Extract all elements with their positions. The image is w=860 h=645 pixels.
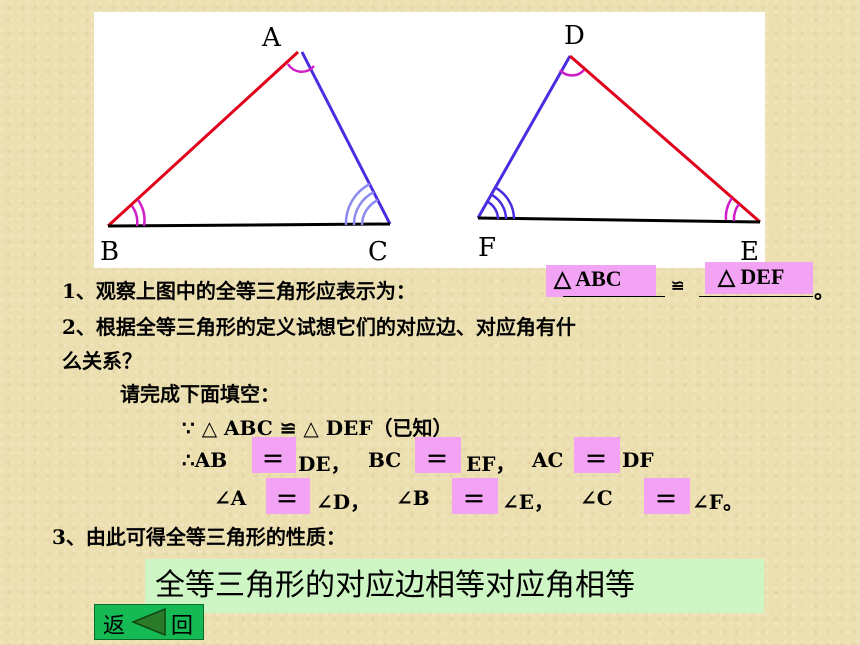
side-ef [477, 216, 761, 224]
side-df-label: DF [622, 448, 654, 472]
question-1: 1、观察上图中的全等三角形应表示为： [62, 279, 416, 303]
answer-abc-blank [563, 296, 665, 297]
angle-e-mark [724, 197, 734, 221]
side-eq-2: ＝ [426, 447, 449, 473]
angle-f-mark-3 [487, 200, 500, 220]
angle-eq-2: ＝ [463, 487, 486, 513]
congruent-symbol: ≌ [671, 276, 685, 295]
angle-f-label: ∠F。 [692, 490, 743, 514]
side-de-label: DE， [298, 452, 351, 476]
label-e: E [740, 237, 759, 267]
label-c: C [368, 237, 388, 267]
side-ac [300, 51, 392, 225]
label-f: F [478, 233, 496, 263]
side-de [569, 54, 761, 224]
angle-a-label: ∠A [214, 486, 247, 510]
angle-c-mark [344, 182, 371, 226]
angle-e-label: ∠E， [502, 490, 555, 514]
angle-eq-1-highlight [266, 478, 310, 514]
therefore-ab: ∴AB [182, 448, 228, 472]
side-eq-3: ＝ [585, 447, 608, 473]
side-eq-1-highlight [252, 437, 296, 473]
side-df [476, 55, 572, 219]
back-label-right: 回 [171, 614, 194, 639]
given-statement: ∵ △ ABC ≌ △ DEF（已知） [182, 416, 453, 440]
left-arrow-icon [131, 607, 166, 637]
angle-f-mark [495, 186, 516, 220]
angle-eq-1: ＝ [276, 487, 299, 513]
label-b: B [100, 237, 119, 267]
angle-a-mark [286, 63, 315, 73]
angle-eq-3-highlight [644, 478, 690, 514]
angle-d-label: ∠D， [316, 490, 371, 514]
answer-abc: △ ABC [554, 266, 622, 291]
conclusion-box: 全等三角形的对应边相等对应角相等 [145, 559, 764, 613]
side-eq-2-highlight [415, 437, 461, 473]
side-ab [106, 50, 300, 228]
side-ef-label: EF， [466, 452, 516, 476]
side-ac-label: AC [532, 448, 564, 472]
angle-f-mark-2 [491, 193, 508, 220]
back-button[interactable]: 返 回 [94, 604, 204, 640]
angle-d-mark [559, 69, 585, 77]
question-2-line-2: 么关系？ [62, 349, 142, 373]
side-eq-3-highlight [574, 437, 620, 473]
angle-b-label: ∠B [396, 486, 430, 510]
side-bc-label: BC [368, 448, 402, 472]
question-3: 3、由此可得全等三角形的性质： [52, 525, 346, 549]
answer-def-highlight [705, 262, 813, 294]
angle-b-mark-2 [130, 205, 139, 227]
angle-b-mark [136, 199, 146, 227]
answer-def: △ DEF [718, 264, 785, 289]
answer-def-blank [699, 296, 813, 297]
angle-eq-2-highlight [452, 478, 498, 514]
angle-c-label: ∠C [580, 486, 613, 510]
q1-end: 。 [814, 279, 834, 303]
label-d: D [564, 21, 585, 51]
angle-c-mark-3 [360, 198, 379, 226]
side-bc [107, 222, 391, 228]
angle-c-mark-2 [352, 190, 375, 226]
fill-prompt: 请完成下面填空： [120, 382, 280, 406]
question-2-line-1: 2、根据全等三角形的定义试想它们的对应边、对应角有什 [62, 315, 576, 339]
angle-eq-3: ＝ [655, 487, 678, 513]
congruent-triangles-figure: A B C D F E [94, 12, 765, 268]
angle-e-mark-2 [732, 203, 741, 222]
label-a: A [261, 23, 282, 53]
side-eq-1: ＝ [262, 447, 285, 473]
back-label-left: 返 [103, 614, 126, 639]
answer-abc-highlight [546, 265, 656, 297]
